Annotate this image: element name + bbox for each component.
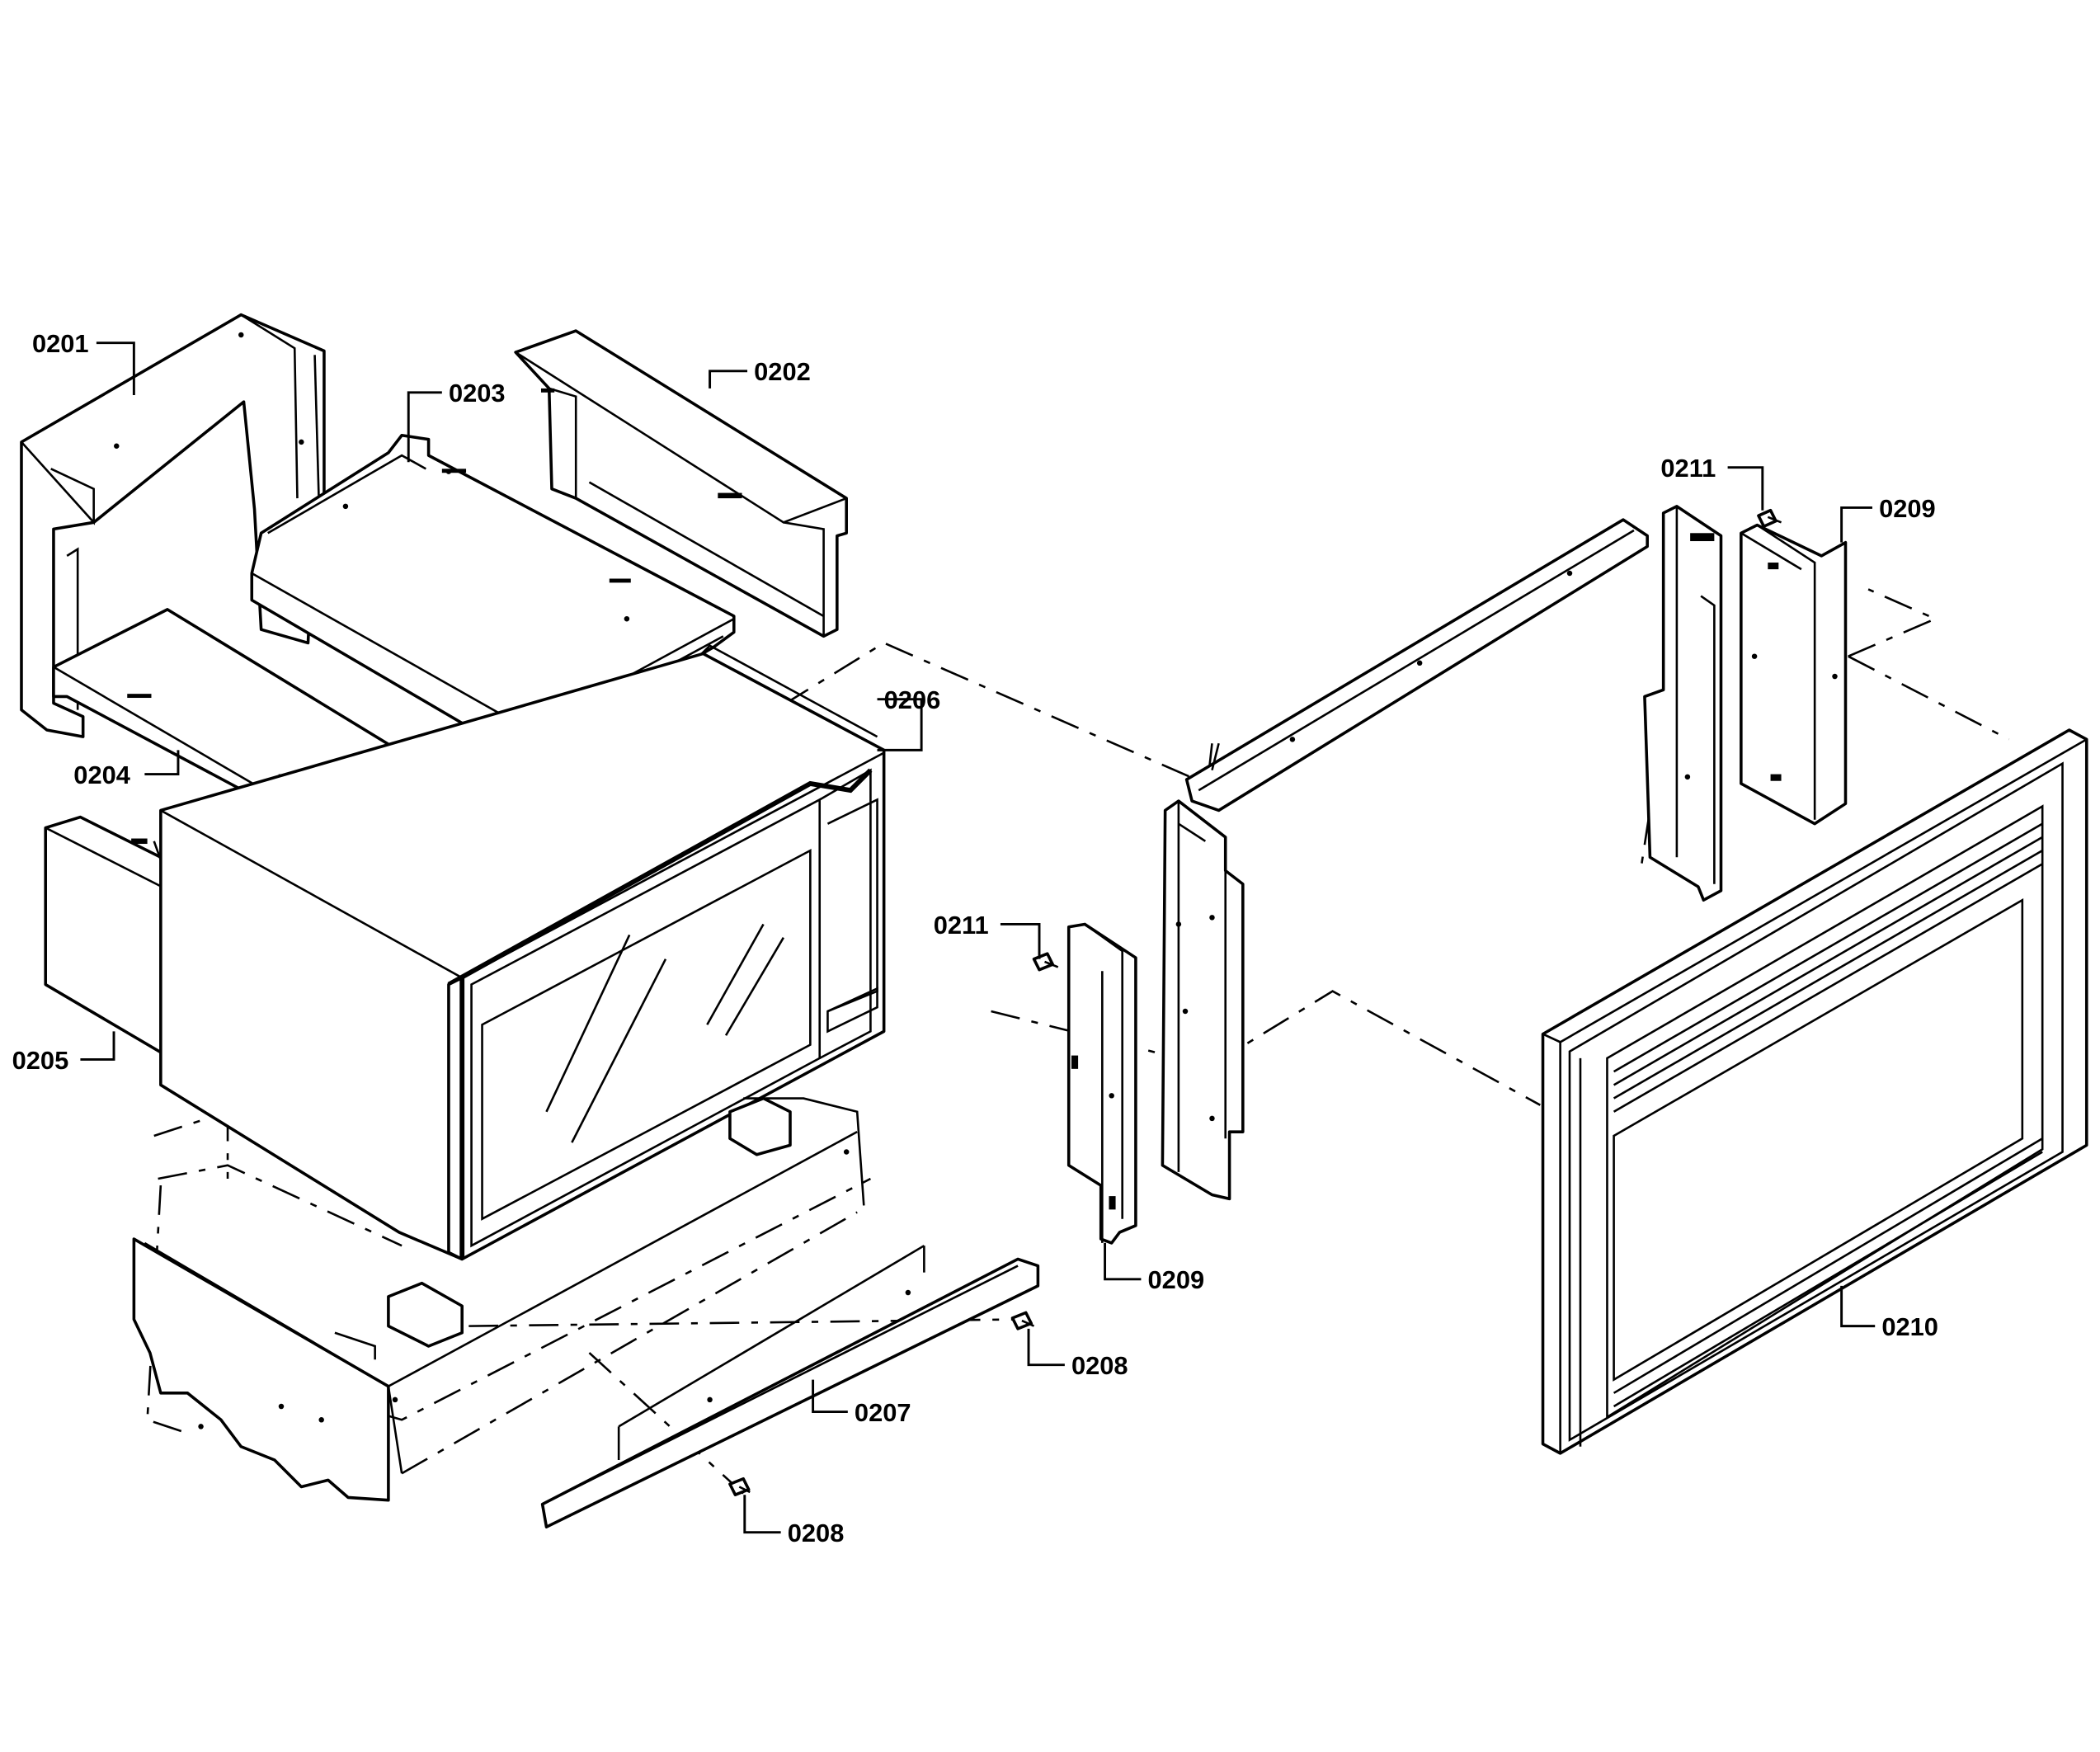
- part-0201-side-panel: [20, 313, 326, 738]
- part-0209-bracket-right: [1740, 523, 1848, 826]
- callout-labels: 0201 0202 0203 0204 0205 0206 0207 0208 …: [12, 329, 1938, 1547]
- callout-0206: 0206: [884, 685, 941, 714]
- part-0207-trim-strip: [540, 1245, 1040, 1528]
- mounting-rail-top: [1184, 518, 1649, 812]
- bottom-chassis-frame: [132, 1096, 865, 1502]
- callout-0211-left: 0211: [934, 911, 989, 940]
- callout-0201: 0201: [32, 329, 89, 358]
- part-0211-screw-left: [1032, 952, 1059, 972]
- callout-leaders: [80, 341, 1876, 1534]
- callout-0210: 0210: [1881, 1312, 1938, 1341]
- mounting-rail-center: [1161, 799, 1245, 1201]
- callout-0208-right: 0208: [1071, 1351, 1128, 1380]
- callout-0204: 0204: [73, 761, 130, 789]
- mounting-rail-right: [1643, 505, 1723, 902]
- callout-0211-right: 0211: [1660, 454, 1716, 483]
- part-0210-trim-frame: [1541, 728, 2088, 1455]
- part-0206-microwave-oven: [159, 644, 886, 1261]
- part-0202-top-rear-panel: [514, 329, 848, 638]
- callout-0205: 0205: [12, 1046, 69, 1075]
- callout-0209-right: 0209: [1879, 494, 1936, 523]
- part-0208-screw-right: [1010, 1311, 1035, 1330]
- callout-0207: 0207: [855, 1398, 911, 1427]
- part-0209-bracket-left: [1066, 922, 1137, 1245]
- part-0208-screw-left: [728, 1476, 751, 1497]
- callout-0203: 0203: [449, 379, 506, 407]
- callout-0202: 0202: [754, 357, 811, 386]
- callout-0208-left: 0208: [788, 1519, 845, 1547]
- callout-0209-left: 0209: [1148, 1265, 1205, 1294]
- part-0211-screw-right: [1757, 508, 1782, 528]
